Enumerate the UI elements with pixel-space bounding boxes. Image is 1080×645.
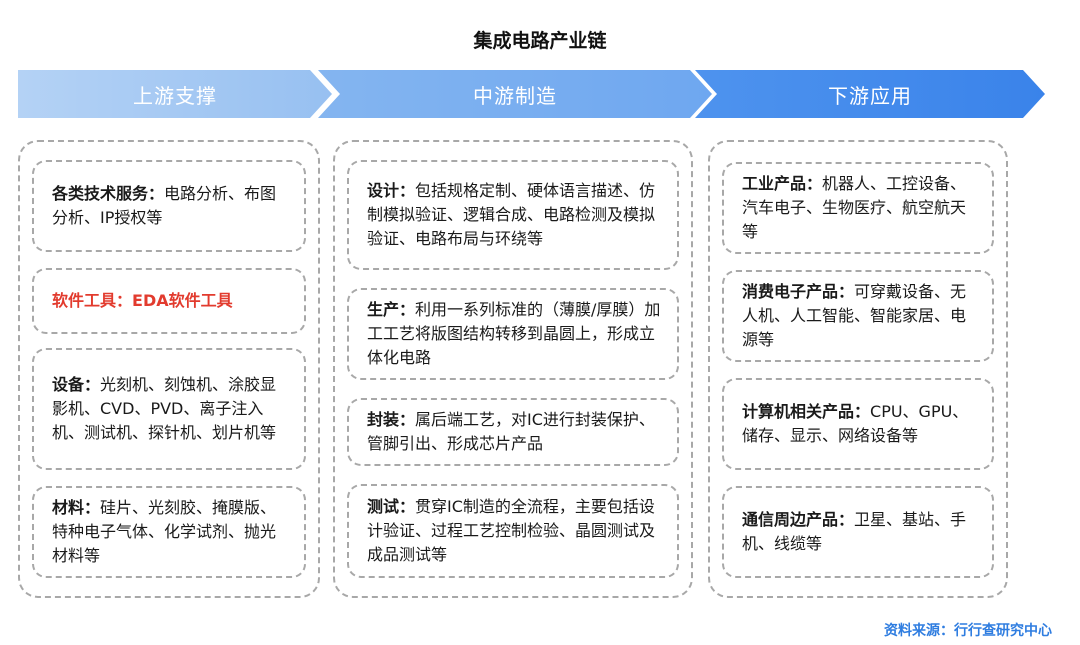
downstream-card-industrial: 工业产品：机器人、工控设备、汽车电子、生物医疗、航空航天等 xyxy=(722,162,994,254)
card-desc: 电路分析、布图分析、IP授权等 xyxy=(52,184,277,227)
stage-label-midstream: 中游制造 xyxy=(473,83,557,108)
upstream-card-tech-services: 各类技术服务：电路分析、布图分析、IP授权等 xyxy=(32,160,306,252)
source-note: 资料来源：行行查研究中心 xyxy=(884,623,1052,639)
card-desc: CPU、GPU、储存、显示、网络设备等 xyxy=(742,402,969,445)
card-term: 测试： xyxy=(367,497,416,516)
card-term: 计算机相关产品： xyxy=(742,402,871,421)
stage-label-downstream: 下游应用 xyxy=(828,83,912,108)
midstream-column: 设计：包括规格定制、硬体语言描述、仿制模拟验证、逻辑合成、电路检测及模拟验证、电… xyxy=(333,140,693,598)
card-term: 设计： xyxy=(367,181,416,200)
midstream-card-design: 设计：包括规格定制、硬体语言描述、仿制模拟验证、逻辑合成、电路检测及模拟验证、电… xyxy=(347,160,679,270)
card-term: 材料： xyxy=(52,498,101,517)
card-term: 设备： xyxy=(52,375,101,394)
card-desc: 包括规格定制、硬体语言描述、仿制模拟验证、逻辑合成、电路检测及模拟验证、电路布局… xyxy=(367,181,656,248)
card-desc: 机器人、工控设备、汽车电子、生物医疗、航空航天等 xyxy=(742,174,967,241)
downstream-card-computer: 计算机相关产品：CPU、GPU、储存、显示、网络设备等 xyxy=(722,378,994,470)
upstream-card-equipment: 设备：光刻机、刻蚀机、涂胶显影机、CVD、PVD、离子注入机、测试机、探针机、划… xyxy=(32,348,306,470)
card-desc: EDA软件工具 xyxy=(132,291,233,310)
midstream-card-testing: 测试：贯穿IC制造的全流程，主要包括设计验证、过程工艺控制检验、晶圆测试及成品测… xyxy=(347,484,679,578)
card-term: 工业产品： xyxy=(742,174,823,193)
card-desc: 可穿戴设备、无人机、人工智能、智能家居、电源等 xyxy=(742,282,967,349)
midstream-card-production: 生产：利用一系列标准的（薄膜/厚膜）加工工艺将版图结构转移到晶圆上，形成立体化电… xyxy=(347,288,679,380)
upstream-card-materials: 材料：硅片、光刻胶、掩膜版、特种电子气体、化学试剂、抛光材料等 xyxy=(32,486,306,578)
card-term: 封装： xyxy=(367,410,416,429)
card-desc: 硅片、光刻胶、掩膜版、特种电子气体、化学试剂、抛光材料等 xyxy=(52,498,277,565)
stage-label-upstream: 上游支撑 xyxy=(133,83,217,108)
downstream-card-consumer: 消费电子产品：可穿戴设备、无人机、人工智能、智能家居、电源等 xyxy=(722,270,994,362)
downstream-column: 工业产品：机器人、工控设备、汽车电子、生物医疗、航空航天等 消费电子产品：可穿戴… xyxy=(708,140,1008,598)
card-desc: 贯穿IC制造的全流程，主要包括设计验证、过程工艺控制检验、晶圆测试及成品测试等 xyxy=(367,497,656,564)
card-desc: 利用一系列标准的（薄膜/厚膜）加工工艺将版图结构转移到晶圆上，形成立体化电路 xyxy=(367,300,661,367)
card-desc: 光刻机、刻蚀机、涂胶显影机、CVD、PVD、离子注入机、测试机、探针机、划片机等 xyxy=(52,375,277,442)
upstream-card-software: 软件工具：EDA软件工具 xyxy=(32,268,306,334)
upstream-column: 各类技术服务：电路分析、布图分析、IP授权等 软件工具：EDA软件工具 设备：光… xyxy=(18,140,320,598)
card-term: 各类技术服务： xyxy=(52,184,165,203)
card-term: 软件工具： xyxy=(52,291,133,310)
card-desc: 卫星、基站、手机、线缆等 xyxy=(742,510,967,553)
diagram-title: 集成电路产业链 xyxy=(473,30,607,52)
stage-arrow-downstream: 下游应用 xyxy=(695,70,1045,118)
card-term: 生产： xyxy=(367,300,416,319)
stage-arrow-midstream: 中游制造 xyxy=(318,70,712,118)
stage-arrow-upstream: 上游支撑 xyxy=(18,70,332,118)
card-term: 通信周边产品： xyxy=(742,510,855,529)
downstream-card-communication: 通信周边产品：卫星、基站、手机、线缆等 xyxy=(722,486,994,578)
midstream-card-packaging: 封装：属后端工艺，对IC进行封装保护、管脚引出、形成芯片产品 xyxy=(347,398,679,466)
card-term: 消费电子产品： xyxy=(742,282,855,301)
card-desc: 属后端工艺，对IC进行封装保护、管脚引出、形成芯片产品 xyxy=(367,410,655,453)
